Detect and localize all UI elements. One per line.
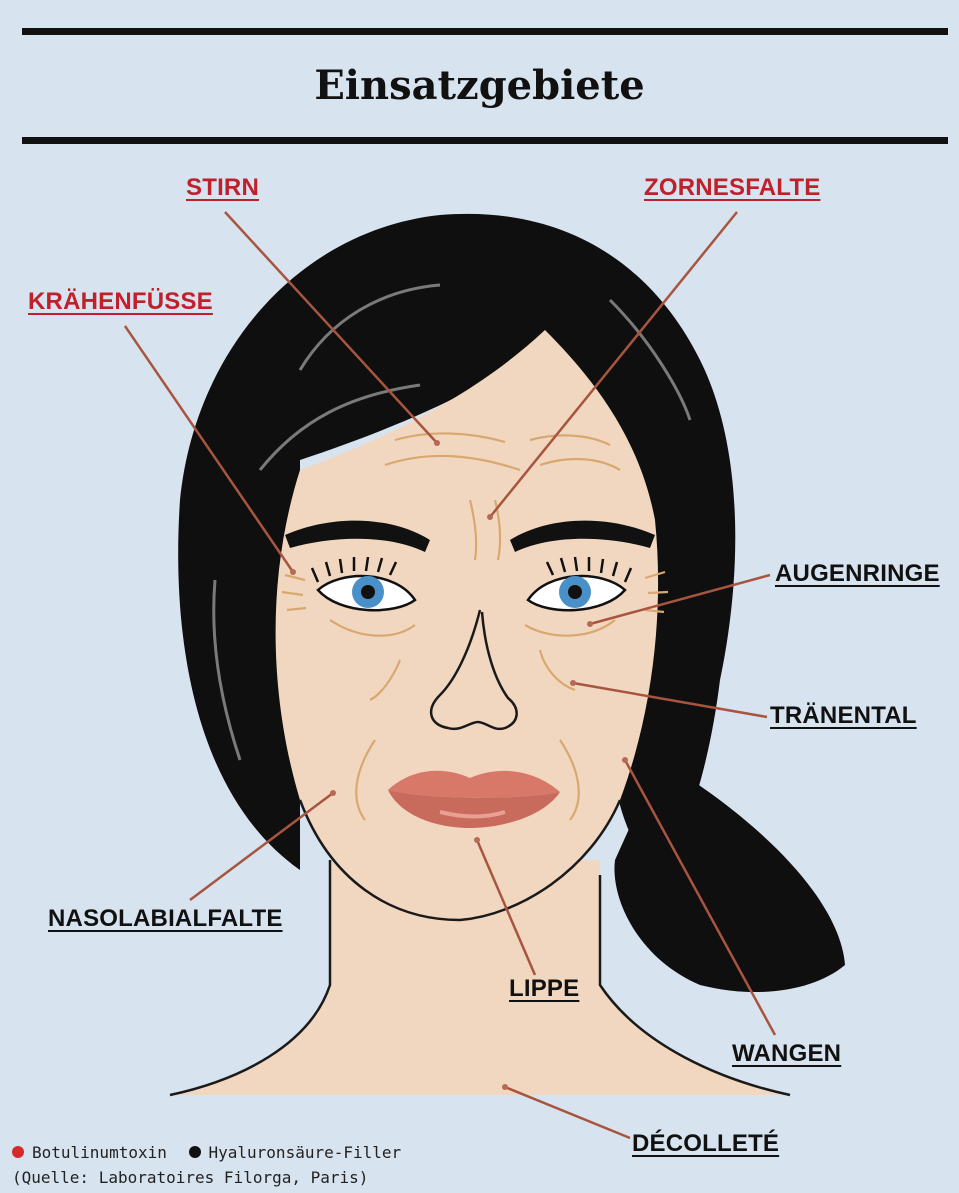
legend-filler-label: Hyaluronsäure-Filler: [209, 1143, 402, 1162]
label-augenringe: AUGENRINGE: [775, 560, 940, 588]
label-zornesfalte: ZORNESFALTE: [644, 174, 820, 202]
botox-dot-icon: [12, 1146, 24, 1158]
legend-row: Botulinumtoxin Hyaluronsäure-Filler: [12, 1140, 401, 1165]
label-decollete: DÉCOLLETÉ: [632, 1130, 779, 1158]
filler-dot-icon: [189, 1146, 201, 1158]
legend-source: (Quelle: Laboratoires Filorga, Paris): [12, 1165, 401, 1190]
label-wangen: WANGEN: [732, 1040, 841, 1068]
label-lippe: LIPPE: [509, 975, 579, 1003]
legend-botox-label: Botulinumtoxin: [32, 1143, 167, 1162]
label-kraehenfuesse: KRÄHENFÜSSE: [28, 288, 213, 316]
label-traenental: TRÄNENTAL: [770, 702, 917, 730]
legend: Botulinumtoxin Hyaluronsäure-Filler (Que…: [12, 1140, 401, 1190]
label-stirn: STIRN: [186, 174, 259, 202]
label-nasolabialfalte: NASOLABIALFALTE: [48, 905, 283, 933]
